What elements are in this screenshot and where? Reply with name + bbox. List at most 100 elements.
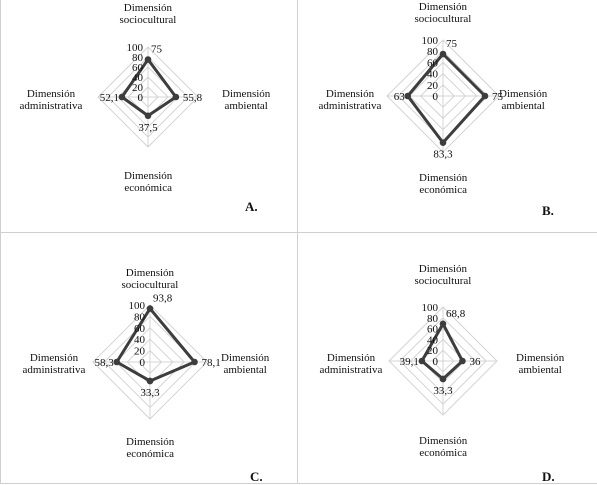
tick-label: 40: [427, 334, 439, 346]
axis-label-line: Dimensión: [418, 1, 468, 13]
tick-label: 80: [427, 46, 439, 58]
tick-label: 40: [427, 69, 439, 81]
axis-label-line: ambiental: [223, 364, 267, 376]
data-point: [404, 92, 412, 100]
panel-letter: A.: [245, 199, 258, 214]
axis-label-line: económica: [126, 448, 174, 460]
value-label: 75: [151, 44, 163, 56]
tick-label: 60: [134, 323, 146, 335]
data-point: [118, 93, 126, 101]
axis-label-line: económica: [124, 182, 172, 194]
value-label: 33,3: [140, 387, 160, 399]
axis-label-line: Dimensión: [222, 88, 271, 100]
tick-label: 20: [134, 346, 146, 358]
data-point: [144, 56, 152, 63]
value-label: 52,1: [100, 92, 119, 104]
series-line: [406, 52, 487, 145]
data-point: [146, 305, 154, 312]
value-label: 93,8: [153, 293, 173, 305]
panel-letter: C.: [250, 469, 263, 484]
axis-label-line: administrativa: [22, 364, 86, 376]
axis-label-line: ambiental: [224, 100, 268, 112]
value-label: 39,1: [400, 356, 419, 368]
panel-divider-vertical: [297, 0, 298, 484]
data-point: [439, 375, 447, 383]
axis-label-line: Dimensión: [516, 352, 565, 364]
tick-label: 0: [433, 91, 439, 103]
data-point: [172, 93, 180, 101]
data-point: [439, 139, 447, 146]
tick-label: 20: [427, 345, 439, 357]
axis-label-line: Dimensión: [499, 88, 548, 100]
tick-label: 0: [138, 92, 144, 104]
axis-label-line: Dimensión: [326, 352, 376, 364]
tick-label: 40: [134, 334, 146, 346]
panel-letter: D.: [542, 469, 555, 484]
tick-label: 60: [132, 62, 144, 74]
axis-label-line: Dimensión: [125, 267, 175, 279]
tick-label: 100: [129, 300, 146, 312]
value-label: 75: [446, 38, 458, 50]
value-label: 36: [469, 356, 481, 368]
axis-label-line: Dimensión: [126, 436, 175, 448]
tick-label: 100: [422, 302, 439, 314]
axis-label-line: Dimensión: [419, 172, 468, 184]
value-label: 37,5: [138, 122, 158, 134]
axis-label-line: económica: [419, 184, 467, 196]
data-point: [113, 358, 121, 366]
panel-divider-horizontal: [1, 232, 597, 233]
axis-label-line: económica: [419, 447, 467, 459]
axis-label-line: administrativa: [318, 100, 382, 112]
data-point: [418, 357, 426, 365]
value-label: 75: [492, 91, 504, 103]
value-label: 55,8: [183, 92, 203, 104]
axis-label-line: Dimensión: [221, 352, 270, 364]
tick-label: 80: [427, 313, 439, 325]
tick-label: 100: [422, 35, 439, 47]
axis-label-line: sociocultural: [414, 13, 472, 25]
data-point: [439, 320, 447, 328]
data-point: [144, 112, 152, 120]
tick-label: 0: [433, 356, 439, 368]
axis-label-line: Dimensión: [123, 2, 173, 14]
data-point: [439, 50, 447, 58]
value-label: 58,3: [95, 357, 115, 369]
tick-label: 80: [132, 52, 144, 64]
tick-label: 60: [427, 324, 439, 336]
data-point: [481, 92, 489, 100]
tick-label: 80: [134, 311, 146, 323]
data-point: [146, 377, 154, 385]
axis-label-line: Dimensión: [325, 88, 375, 100]
tick-label: 0: [140, 357, 146, 369]
axis-label-line: administrativa: [19, 100, 83, 112]
axis-label-line: administrativa: [319, 364, 383, 376]
axis-label-line: sociocultural: [119, 14, 177, 26]
value-label: 63: [394, 91, 406, 103]
axis-label-line: sociocultural: [414, 275, 472, 287]
axis-label-line: Dimensión: [418, 263, 468, 275]
